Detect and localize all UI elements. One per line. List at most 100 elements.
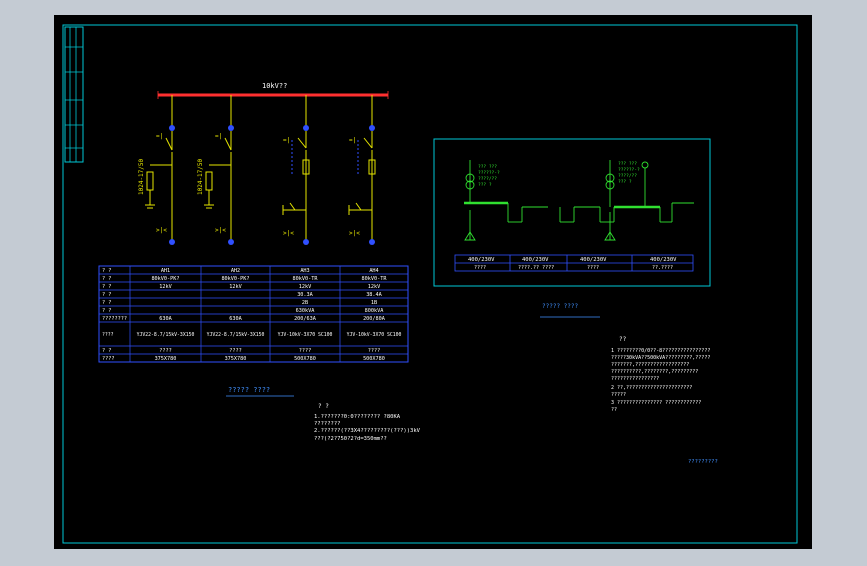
hv-table-header-cell: ? ? <box>102 268 111 274</box>
lv-diagram-frame <box>433 138 711 287</box>
hv-table-header-cell: AH3 <box>300 268 309 274</box>
hv-table-cell: 800kVA <box>365 308 385 314</box>
svg-text:>|<: >|< <box>283 230 294 237</box>
svg-text:=|: =| <box>215 133 222 140</box>
general-note-line-3: ???????,?????????????????? <box>611 362 689 368</box>
hv-table-cell: 30.3A <box>297 292 313 298</box>
hv-table-header-cell: AH1 <box>161 268 170 274</box>
svg-text:??????-?: ??????-? <box>618 167 640 173</box>
hv-table-cell: 500X780 <box>363 356 385 362</box>
svg-text:??? ?: ??? ? <box>478 182 492 188</box>
svg-text:????/??: ????/?? <box>618 173 637 179</box>
svg-text:=|: =| <box>349 137 356 144</box>
hv-table-cell: 1B <box>371 300 377 306</box>
hv-table-cell: 12kV <box>229 284 242 290</box>
hv-table-cell: ? ? <box>102 300 111 306</box>
general-note-line-6: 2 ??,?????????????????????? <box>611 385 692 391</box>
panel-rating-2: 1024-17/50 <box>197 158 204 195</box>
lv-header-4: 400/230V <box>650 257 677 263</box>
hv-table-cell: ? ? <box>102 292 111 298</box>
binding-strip <box>64 26 84 163</box>
hv-table-cell: ? ? <box>102 276 111 282</box>
general-note-line-8: 3 ??????????????? ???????????? <box>611 400 701 406</box>
hv-note-line-1: 1.???????0:0???????? ?80KA <box>314 414 401 420</box>
hv-table-cell: ???? <box>159 348 172 354</box>
svg-text:>|<: >|< <box>215 227 226 234</box>
lv-value-2: ????.?? ???? <box>518 265 554 271</box>
svg-text:>|<: >|< <box>349 230 360 237</box>
hv-note-line-3: 2.??????(??3X4?????????(???))3kV <box>314 428 421 434</box>
feeder-ah1: >|< =| <box>145 95 175 245</box>
hv-table-cell: 80kV0-PK? <box>221 276 249 282</box>
general-notes-title: ?? <box>619 336 627 343</box>
hv-table-cell: 12kV <box>159 284 172 290</box>
hv-equipment-table: ? ? AH1 AH2 AH3 AH4 ? ? 80kV0-PK? 80kV0-PK? 80kV… <box>98 265 409 363</box>
general-note-line-5: ???????????????? <box>611 376 659 382</box>
hv-table-cell: YJV-10kV-3X70 SC100 <box>278 332 333 338</box>
hv-table-header-cell: AH2 <box>231 268 240 274</box>
hv-table-cell: ? ? <box>102 348 111 354</box>
hv-note-line-4: ???(?2?750?2?d=350mm?? <box>314 436 387 442</box>
general-note-line-2: ?????30kVA??500kVA?????????,????? <box>611 355 710 361</box>
hv-table-cell: 80kV0-TR <box>362 276 388 282</box>
hv-table-cell: ? ? <box>102 308 111 314</box>
lv-single-line <box>464 160 694 241</box>
svg-text:??? ???: ??? ??? <box>618 161 637 167</box>
hv-table-cell: ???? <box>368 348 381 354</box>
hv-table-cell: ???? <box>299 348 312 354</box>
general-note-line-7: ????? <box>611 392 626 398</box>
hv-table-cell: 12kV <box>299 284 312 290</box>
svg-text:=|: =| <box>283 137 290 144</box>
lv-table: 400/230V 400/230V 400/230V 400/230V ????… <box>454 254 694 272</box>
lv-value-4: ??.???? <box>652 265 673 271</box>
hv-table-cell: 630kVA <box>296 308 316 314</box>
hv-table-cell: ???? <box>102 332 114 338</box>
hv-table-cell: 500X780 <box>294 356 316 362</box>
hv-table-cell: 80kV0-PK? <box>151 276 179 282</box>
lv-header-2: 400/230V <box>522 257 549 263</box>
lv-value-1: ???? <box>474 265 486 271</box>
hv-notes-title: ? ? <box>318 403 329 410</box>
hv-table-cell: YJV-10kV-3X70 SC100 <box>347 332 402 338</box>
lv-device-labels: ??? ?????????-?????/????? ? ??? ????????… <box>478 161 640 188</box>
hv-notes: ? ? 1.???????0:0???????? ?80KA ???????? … <box>314 403 421 442</box>
hv-table-cell: 2B <box>302 300 308 306</box>
hv-table-cell: 12kV <box>368 284 381 290</box>
lv-value-3: ???? <box>587 265 599 271</box>
hv-table-cell: ? ? <box>102 284 111 290</box>
hv-table-cell: 38.4A <box>366 292 382 298</box>
svg-text:>|<: >|< <box>156 227 167 234</box>
hv-table-cell: ???????? <box>102 316 127 322</box>
svg-text:????/??: ????/?? <box>478 176 497 182</box>
svg-text:??? ???: ??? ??? <box>478 164 497 170</box>
general-note-line-4: ??????????,????????,????????? <box>611 369 698 375</box>
bus-label: 10kV?? <box>262 82 287 90</box>
general-note-line-1: 1 ????????0/0??-8???????????????? <box>611 348 710 354</box>
general-notes: ?? 1 ????????0/0??-8???????????????? ???… <box>611 336 710 413</box>
hv-table-cell: 375X780 <box>155 356 177 362</box>
border-frame <box>62 24 798 544</box>
hv-table-cell: 630A <box>229 316 242 322</box>
lv-header-1: 400/230V <box>468 257 495 263</box>
hv-table-cell: 630A <box>159 316 172 322</box>
hv-table-cell: YJV22-8.7/15kV-3X150 <box>207 332 265 338</box>
feeder-ah2: >|< =| <box>204 95 234 245</box>
feeder-ah4: >|< =| <box>348 95 376 245</box>
hv-diagram-caption: ????? ???? <box>228 386 270 394</box>
svg-text:??? ?: ??? ? <box>618 179 632 185</box>
drawing-tag: ????????? <box>688 459 718 465</box>
hv-table-cell: ???? <box>102 356 115 362</box>
hv-table-cell: 375X780 <box>225 356 247 362</box>
hv-table-cell: 200/80A <box>363 316 386 322</box>
feeder-ah3: >|< =| <box>282 95 310 245</box>
svg-text:??????-?: ??????-? <box>478 170 500 176</box>
hv-table-header-cell: AH4 <box>369 268 378 274</box>
hv-table-cell: YJV22-8.7/15kV-3X150 <box>137 332 195 338</box>
panel-rating-1: 1024-17/50 <box>138 158 145 195</box>
lv-header-3: 400/230V <box>580 257 607 263</box>
general-note-line-9: ?? <box>611 407 617 413</box>
hv-note-line-2: ???????? <box>314 421 341 427</box>
hv-table-cell: ???? <box>229 348 242 354</box>
svg-text:=|: =| <box>156 133 163 140</box>
